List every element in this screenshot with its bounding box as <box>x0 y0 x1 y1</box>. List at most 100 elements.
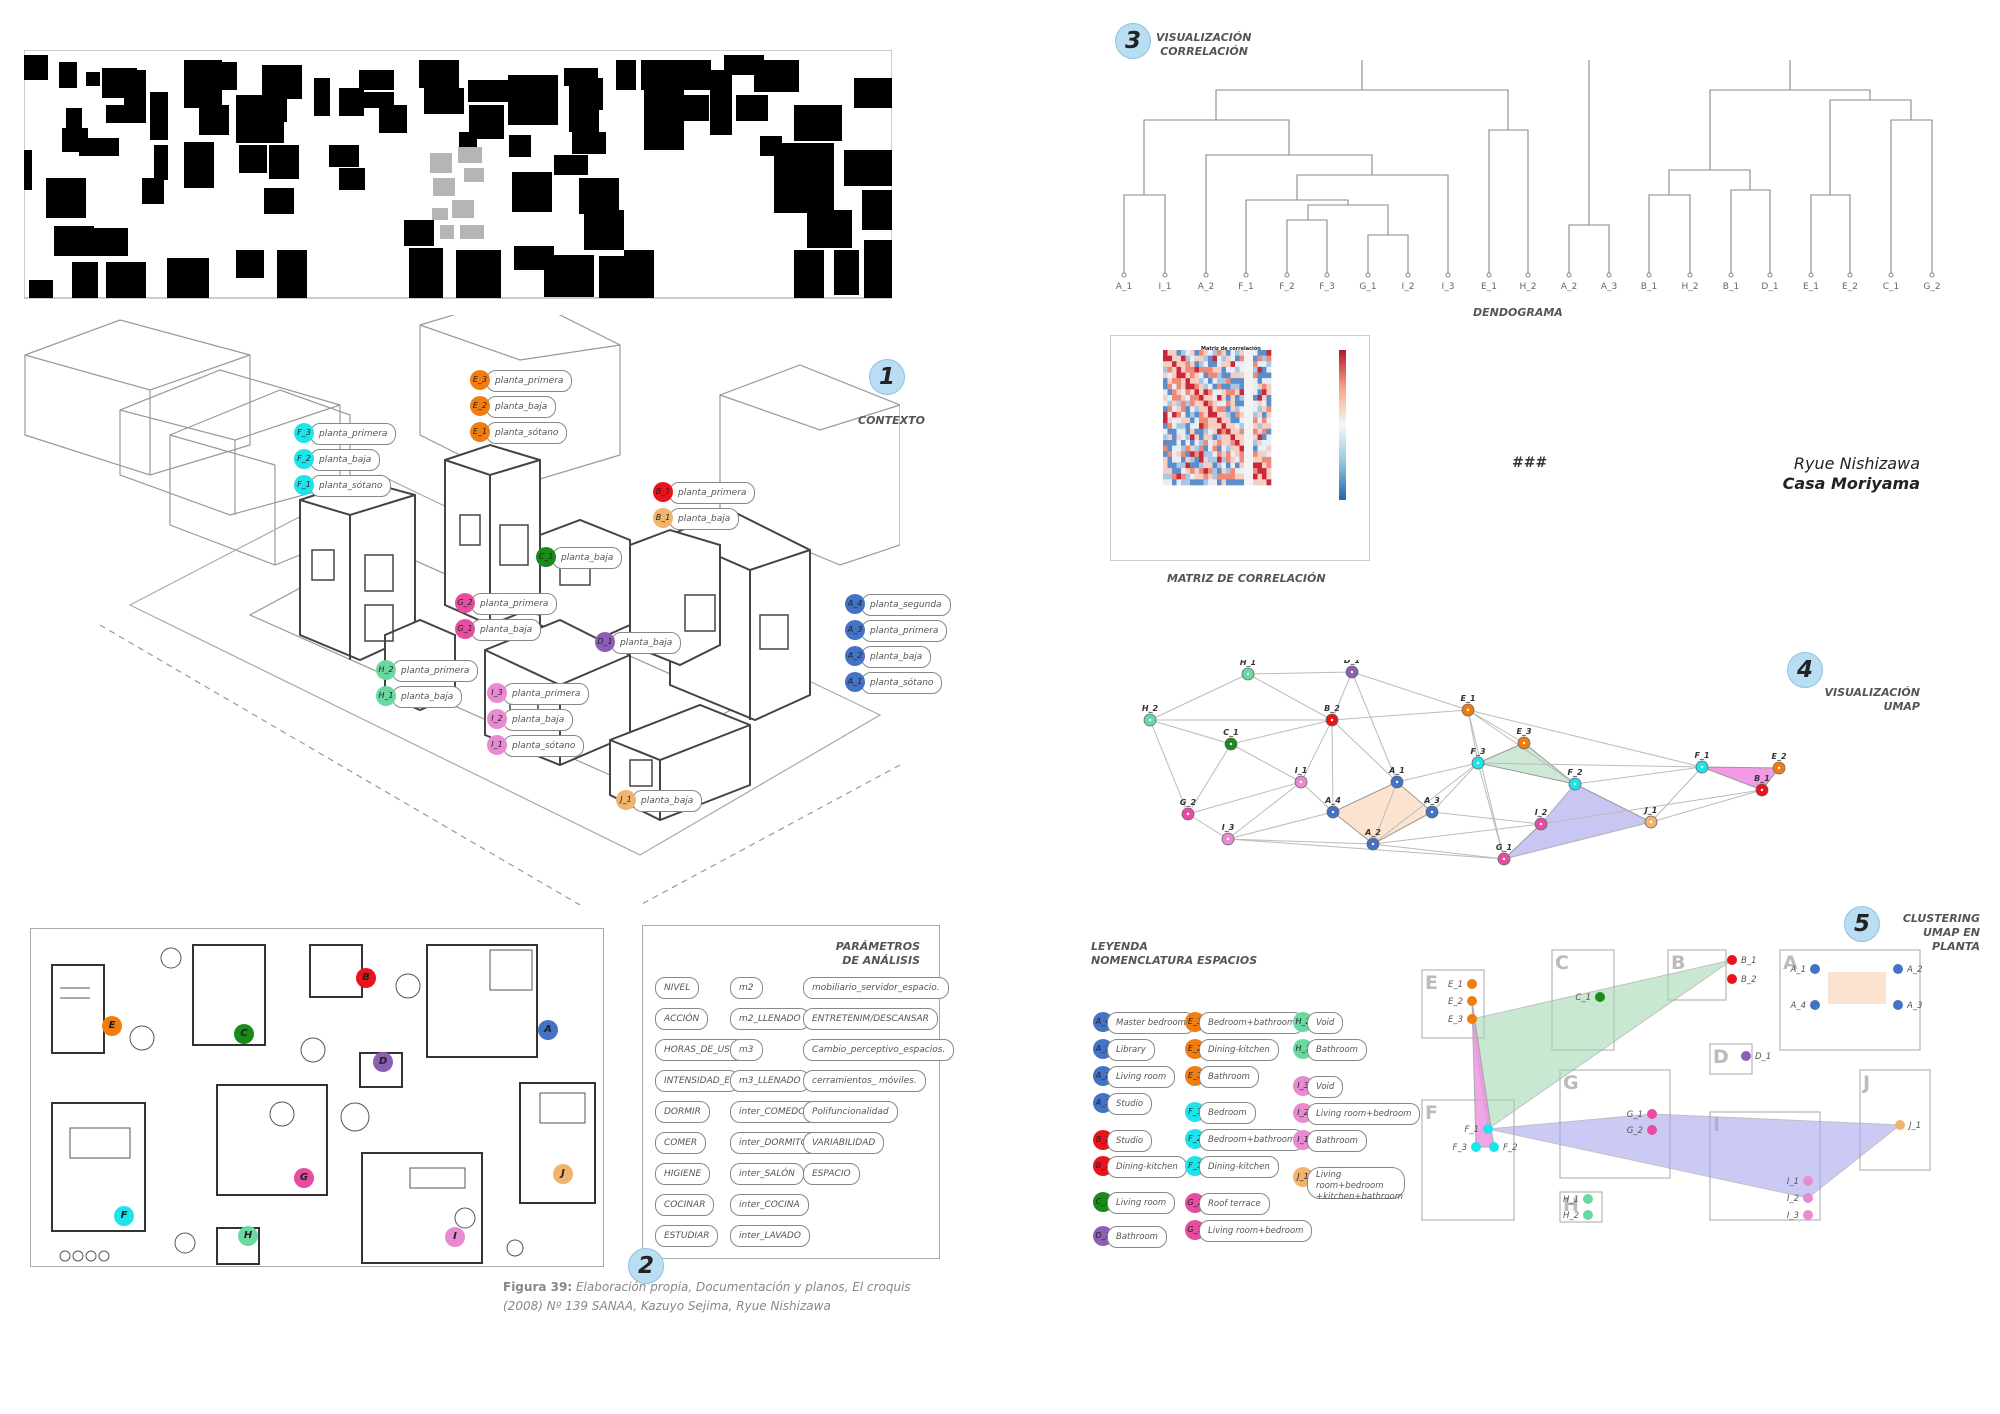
umap-edge <box>1247 671 1353 675</box>
legend-label: Bathroom <box>1307 1130 1367 1152</box>
dendrogram-leaf-label: F_3 <box>1319 282 1334 292</box>
cluster-point <box>1467 996 1477 1006</box>
umap-node-label: A_2 <box>1364 828 1381 837</box>
parameter-chip: NIVEL <box>655 977 700 999</box>
dendrogram-link <box>1829 99 1912 195</box>
section-1-title: CONTEXTO <box>858 414 925 427</box>
dendrogram-link <box>1668 169 1751 195</box>
axo-floor-label: planta_primera <box>503 683 590 705</box>
umap-edge <box>1331 709 1469 721</box>
umap-node-center <box>1148 718 1152 722</box>
axo-floor-label: planta_sótano <box>310 475 392 497</box>
plan-room-marker: I <box>445 1227 465 1247</box>
cluster-point-label: A_2 <box>1906 965 1922 975</box>
legend-label: Bathroom <box>1107 1226 1167 1248</box>
umap-edge <box>1431 762 1479 813</box>
dendrogram-link <box>1648 194 1691 275</box>
cluster-point-label: E_2 <box>1448 997 1463 1007</box>
dendrogram-leaf-label: E_1 <box>1481 282 1497 292</box>
legend-title-line1: LEYENDA <box>1091 940 1148 953</box>
figure-ground-map <box>24 50 892 299</box>
axo-code-badge: I_2 <box>487 709 507 729</box>
umap-edge <box>1351 671 1469 711</box>
cluster-point <box>1803 1193 1813 1203</box>
dendrogram-leaf-node <box>1888 272 1894 278</box>
umap-edge <box>1650 766 1703 823</box>
cluster-polygon-purple <box>1502 783 1653 860</box>
legend-label: Living room <box>1107 1066 1176 1088</box>
umap-node-center <box>1371 842 1375 846</box>
cluster-room-outline <box>1421 969 1485 1039</box>
cluster-point-label: F_1 <box>1464 1125 1479 1135</box>
umap-edge <box>1300 719 1333 783</box>
umap-node-label: C_1 <box>1223 728 1238 737</box>
cluster-point <box>1727 974 1737 984</box>
parameter-chip: ENTRETENIM/DESCANSAR <box>803 1008 938 1030</box>
axo-floor-label: planta_primera <box>669 482 756 504</box>
section-4-number: 4 <box>1787 652 1823 688</box>
dendrogram-label: DENDOGRAMA <box>1473 306 1563 319</box>
dendrogram-leaf-node <box>1324 272 1330 278</box>
umap-node-label: F_1 <box>1694 751 1709 760</box>
umap-node-center <box>1476 761 1480 765</box>
umap-node-center <box>1331 810 1335 814</box>
axo-code-badge: F_3 <box>294 423 314 443</box>
cluster-point <box>1647 1125 1657 1135</box>
cluster-point-label: A_3 <box>1906 1001 1922 1011</box>
section-4-title-line2: UMAP <box>1883 700 1920 713</box>
umap-edge <box>1227 811 1334 840</box>
plan-room-marker: D <box>373 1052 393 1072</box>
umap-edge <box>1331 719 1334 813</box>
cluster-point <box>1810 1000 1820 1010</box>
dendrogram-leaf-label: G_1 <box>1359 282 1376 292</box>
plan-room-marker: G <box>294 1168 314 1188</box>
axo-code-badge: F_1 <box>294 475 314 495</box>
umap-edge <box>1149 719 1189 815</box>
cluster-room-outline <box>1421 1099 1515 1221</box>
dendrogram-leaf-node <box>1566 272 1572 278</box>
dendrogram-leaf-node <box>1847 272 1853 278</box>
umap-node-label: I_1 <box>1295 766 1308 775</box>
section-3-number: 3 <box>1115 23 1151 59</box>
caption-line2: (2008) Nº 139 SANAA, Kazuyo Sejima, Ryue… <box>503 1299 831 1313</box>
umap-edge <box>1331 671 1353 721</box>
legend-label: Bathroom <box>1307 1039 1367 1061</box>
legend-label: Bathroom <box>1199 1066 1259 1088</box>
axo-floor-label: planta_primera <box>486 370 573 392</box>
axo-code-badge: A_4 <box>845 594 865 614</box>
dendrogram-link <box>1215 89 1509 130</box>
cluster-room-outline <box>1709 1043 1753 1075</box>
section-3-title: VISUALIZACIÓN CORRELACIÓN <box>1156 31 1251 59</box>
umap-edge <box>1187 781 1302 815</box>
cluster-point-label: I_2 <box>1787 1194 1799 1204</box>
cluster-room-letter: J <box>1861 1072 1870 1094</box>
dendrogram-leaf-node <box>1121 272 1127 278</box>
dendrogram-link <box>1488 129 1529 275</box>
legend-label: Living room+bedroom <box>1199 1220 1313 1242</box>
cluster-point-label: I_1 <box>1787 1177 1799 1187</box>
axo-floor-label: planta_primera <box>392 660 479 682</box>
cluster-area-pink <box>1471 1000 1495 1148</box>
dendrogram-leaf-label: I_3 <box>1442 282 1455 292</box>
dendrogram-link <box>1361 60 1363 90</box>
parameters-title: PARÁMETROS DE ANÁLISIS <box>810 940 920 968</box>
dendrogram-link <box>1810 194 1851 275</box>
axo-floor-label: planta_sótano <box>503 735 585 757</box>
matrix-label: MATRIZ DE CORRELACIÓN <box>1167 572 1326 585</box>
cluster-point-label: A_1 <box>1790 965 1806 975</box>
axo-code-badge: B_1 <box>653 508 673 528</box>
cluster-area-orange <box>1828 972 1886 1004</box>
legend-label: Living room+bedroom +kitchen+bathroom <box>1307 1167 1405 1202</box>
cluster-area-green <box>1471 959 1733 1130</box>
umap-edge <box>1467 709 1505 860</box>
dendrogram-link <box>1296 174 1449 275</box>
umap-node-center <box>1539 822 1543 826</box>
cluster-point-label: G_2 <box>1627 1126 1643 1136</box>
cluster-point <box>1489 1142 1499 1152</box>
dendrogram-leaf-node <box>1284 272 1290 278</box>
parameter-chip: inter_SALÓN <box>730 1163 804 1185</box>
legend-label: Bedroom+bathroom <box>1199 1129 1305 1151</box>
legend-label: Living room <box>1107 1192 1176 1214</box>
cluster-room-outline <box>1779 949 1921 1051</box>
axo-floor-label: planta_baja <box>611 632 682 654</box>
